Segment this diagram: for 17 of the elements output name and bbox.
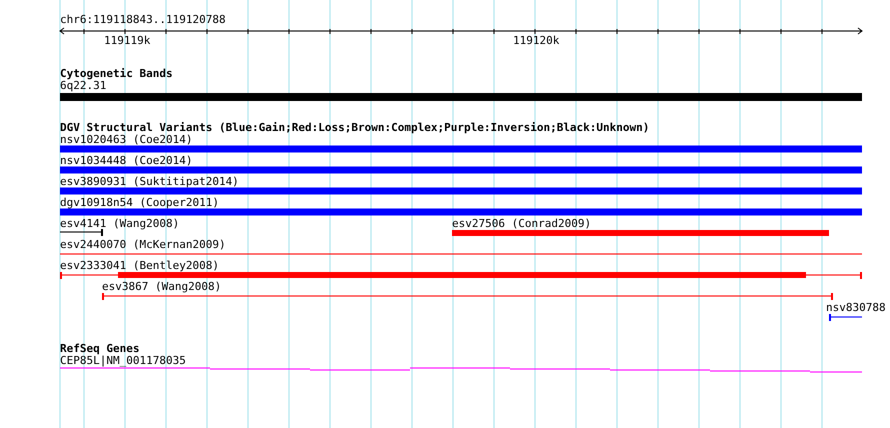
track-heading: Cytogenetic Bands [60,68,173,80]
feature-label: esv2333041 (Bentley2008) [60,260,219,272]
feature-label: nsv1034448 (Coe2014) [60,155,192,167]
ruler-tick-label: 119120k [513,35,560,47]
feature-label: 6q22.31 [60,80,106,92]
feature-label: nsv830788 [826,302,886,314]
coordinate-range-label: chr6:119118843..119120788 [60,14,226,26]
ruler-tick-label: 119119k [104,35,150,47]
feature-label: nsv1020463 (Coe2014) [60,134,192,146]
feature-label: CEP85L|NM_001178035 [60,355,186,367]
feature-label: esv3867 (Wang2008) [102,281,222,293]
feature-label: esv27506 (Conrad2009) [452,218,592,230]
feature-label: dgv10918n54 (Cooper2011) [60,197,219,209]
track-heading: DGV Structural Variants (Blue:Gain;Red:Loss;Brown:Complex;Purple:Inversion;Black:Unknown) [60,122,650,134]
feature-label: esv2440070 (McKernan2009) [60,239,226,251]
feature-label: esv4141 (Wang2008) [60,218,180,230]
feature-label: esv3890931 (Suktitipat2014) [60,176,239,188]
